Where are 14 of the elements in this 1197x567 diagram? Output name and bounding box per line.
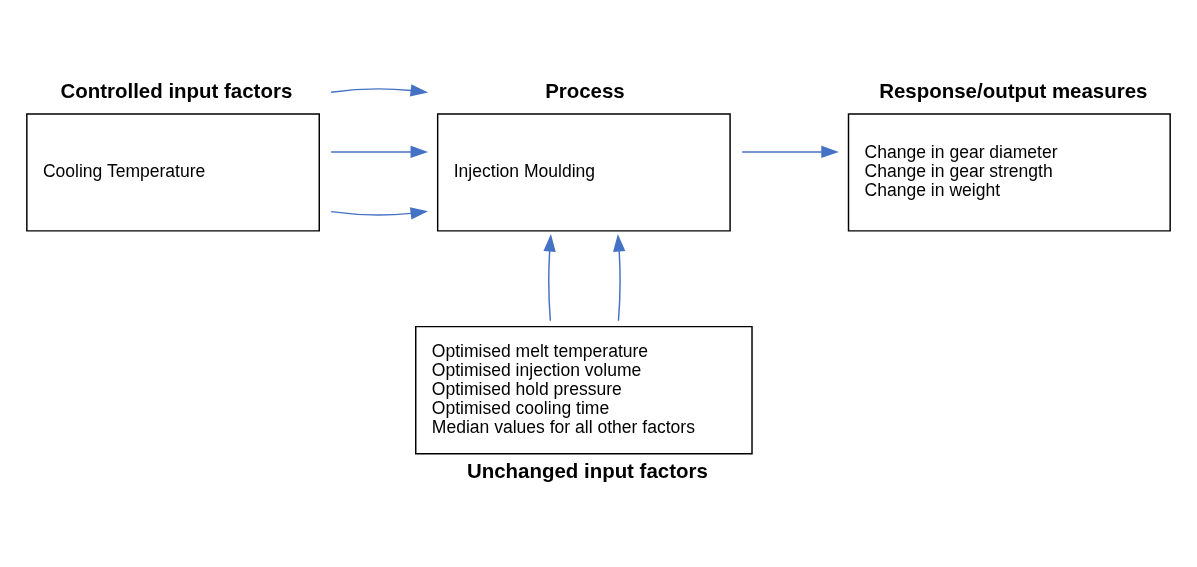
node-label: Process [545,79,625,103]
arrow [330,207,429,220]
arrow [330,84,429,97]
node-label: Response/output measures [879,79,1148,103]
arrow [330,145,429,159]
node-box: Cooling Temperature [26,113,320,232]
arrow [613,234,626,322]
node-label: Unchanged input factors [466,458,708,482]
node-label: Controlled input factors [60,79,293,103]
node-box: Change in gear diameter Change in gear strength Change in weight [847,113,1171,232]
node-box: Optimised melt temperature Optimised injection volume Optimised hold pressure Optimised cooling time Median values for all other factors [415,325,753,455]
arrow [741,145,839,159]
node-box: Injection Moulding [436,113,731,232]
arrow [543,234,556,322]
